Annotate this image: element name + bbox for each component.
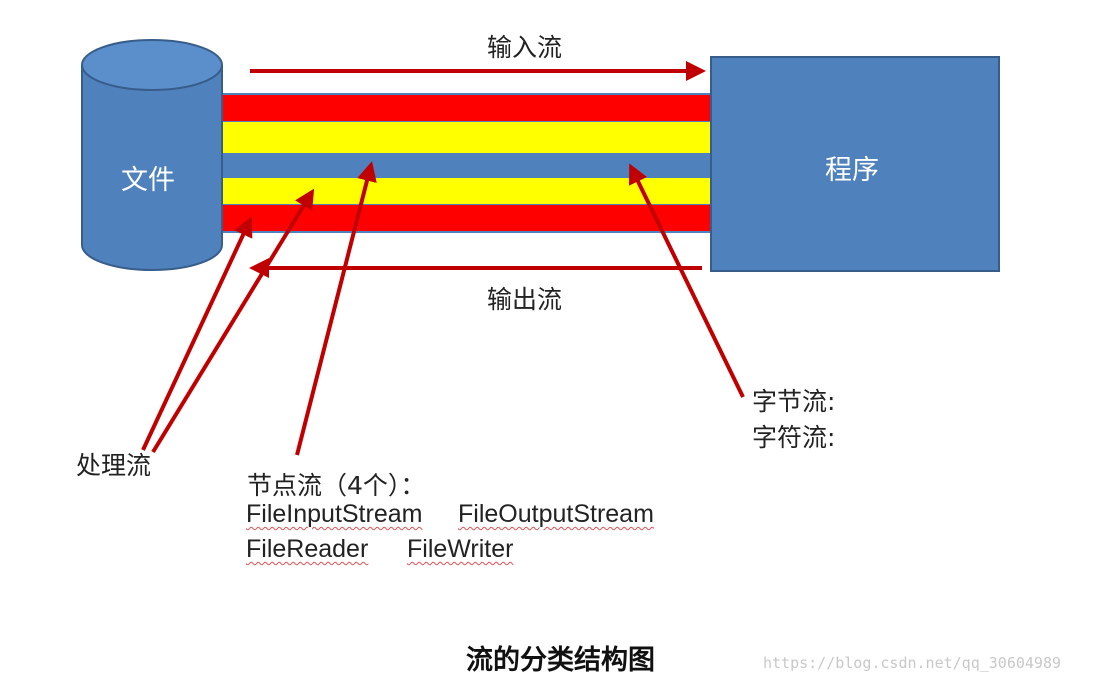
processing-arrow-2 — [151, 188, 315, 454]
pipe-yellow-band-top — [210, 122, 713, 153]
file-cylinder — [81, 39, 223, 271]
node-class-fileinputstream: FileInputStream — [246, 500, 423, 528]
pipe-red-band-bottom — [210, 205, 713, 231]
byte-stream-label: 字节流: — [752, 387, 836, 416]
node-class-filereader: FileReader — [246, 535, 369, 563]
output-stream-label: 输出流 — [487, 285, 563, 314]
processing-stream-label: 处理流 — [76, 451, 152, 480]
program-box — [710, 56, 1000, 272]
stream-pipe — [210, 93, 713, 233]
node-class-fileoutputstream: FileOutputStream — [458, 500, 654, 528]
node-stream-title: 节点流（4个）： — [247, 471, 426, 500]
input-stream-label: 输入流 — [487, 33, 563, 62]
file-label: 文件 — [121, 165, 175, 196]
byte-char-stream-arrow — [629, 163, 745, 398]
program-label: 程序 — [825, 155, 879, 186]
pipe-red-band-top — [210, 95, 713, 121]
diagram-caption: 流的分类结构图 — [466, 645, 655, 676]
processing-arrow-1 — [141, 216, 253, 451]
char-stream-label: 字符流: — [752, 423, 836, 452]
node-class-filewriter: FileWriter — [407, 535, 514, 563]
node-stream-arrow — [295, 161, 377, 456]
watermark-text: https://blog.csdn.net/qq_30604989 — [763, 654, 1062, 672]
